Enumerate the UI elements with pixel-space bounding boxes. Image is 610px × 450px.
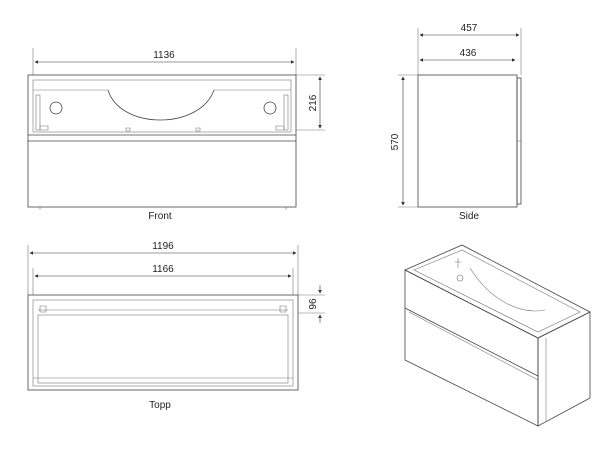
- front-drawer-height-label: 216: [308, 94, 319, 111]
- side-view: 457 436 570 Side: [390, 23, 522, 222]
- top-cabinet-outline: [27, 294, 299, 391]
- iso-drawer-split: [404, 307, 539, 377]
- front-hole-left: [49, 101, 63, 115]
- top-edge-label: 96: [308, 298, 319, 310]
- top-caption: Topp: [149, 400, 171, 411]
- front-sink-cutout: [107, 89, 215, 121]
- side-cabinet-outline: [417, 74, 518, 208]
- front-hole-right: [263, 101, 277, 115]
- iso-hole: [456, 274, 464, 282]
- iso-front-face: [404, 269, 539, 427]
- side-inner-depth-label: 436: [460, 48, 477, 59]
- side-outer-depth-label: 457: [461, 23, 478, 34]
- front-view: 1136 216 Front: [27, 48, 325, 222]
- top-view: 1196 1166 96 Topp: [27, 241, 325, 411]
- side-caption: Side: [459, 211, 479, 222]
- side-height-label: 570: [390, 133, 401, 150]
- isometric-view: [404, 244, 591, 427]
- front-width-label: 1136: [153, 50, 175, 61]
- iso-top-face: [404, 244, 591, 339]
- front-caption: Front: [148, 211, 172, 222]
- iso-side-face: [537, 311, 591, 427]
- top-outer-width-label: 1196: [152, 241, 174, 252]
- top-inner-width-label: 1166: [152, 264, 174, 275]
